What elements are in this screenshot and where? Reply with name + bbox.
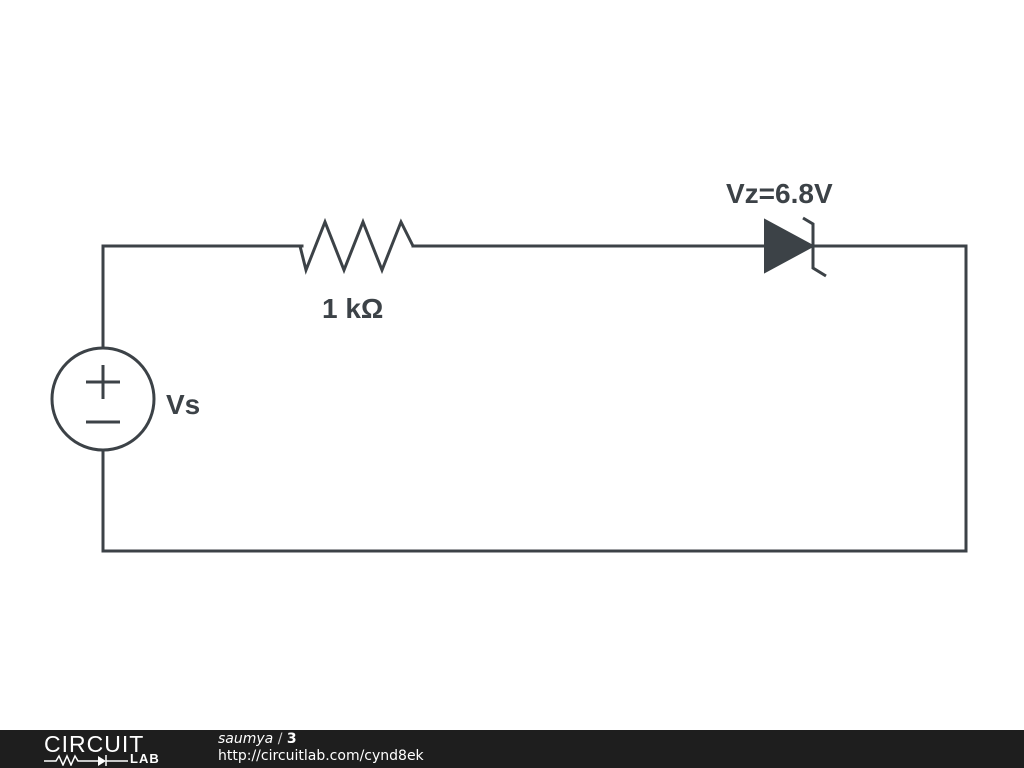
voltage-source-label: Vs: [166, 389, 200, 420]
zener-diode: Vz=6.8V: [726, 178, 833, 278]
wire-left-top: [101, 244, 304, 349]
zener-diode-triangle: [764, 218, 816, 274]
circuit-schematic: Vs 1 kΩ Vz=6.8V: [50, 178, 968, 553]
author-separator: /: [273, 731, 287, 747]
wire-right-loop: [101, 244, 968, 553]
resistor: 1 kΩ: [298, 217, 415, 324]
wires: [101, 244, 968, 553]
zener-voltage-label: Vz=6.8V: [726, 178, 833, 209]
resistor-diode-logo-icon: [44, 754, 128, 766]
circuit-url-link[interactable]: http://circuitlab.com/cynd8ek: [218, 748, 424, 764]
author-name[interactable]: saumya: [218, 731, 274, 747]
revision-number[interactable]: 3: [286, 731, 297, 747]
footer-bar: CIRCUIT LAB saumya / 3 http://circuitlab…: [0, 730, 1024, 768]
schematic-canvas: Vs 1 kΩ Vz=6.8V: [50, 178, 968, 553]
voltage-source: Vs: [50, 346, 200, 452]
circuitlab-logo[interactable]: CIRCUIT LAB: [44, 732, 176, 766]
zener-diode-bar: [802, 216, 827, 278]
credit-block: saumya / 3 http://circuitlab.com/cynd8ek: [218, 731, 424, 765]
voltage-source-circle: [50, 346, 156, 452]
logo-wordmark: CIRCUIT: [44, 731, 145, 757]
resistor-zigzag: [298, 217, 415, 275]
logo-sub-wordmark: LAB: [130, 751, 160, 766]
resistor-value-label: 1 kΩ: [322, 293, 383, 324]
